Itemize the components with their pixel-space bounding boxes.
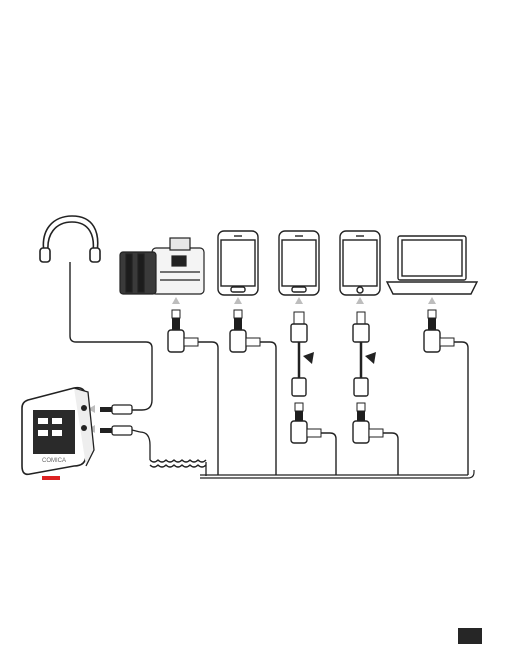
up-arrow-icon <box>428 297 436 304</box>
smartphone-icon <box>279 231 319 295</box>
headphone-jack-plug <box>100 405 132 414</box>
output-jack-plug <box>100 426 140 435</box>
cable-android-phone <box>230 310 276 475</box>
page-number-badge <box>458 628 482 644</box>
brand-label: COMICA <box>42 458 66 464</box>
cable-laptop <box>424 310 468 475</box>
cable-usb-c-adapter <box>291 312 336 475</box>
up-arrow-icon <box>356 297 364 304</box>
cable-camera <box>168 310 218 475</box>
wireless-receiver <box>22 388 94 480</box>
up-arrow-icon <box>295 297 303 304</box>
dslr-camera-icon <box>120 238 204 294</box>
cable-lightning-adapter <box>353 312 398 475</box>
iphone-icon <box>340 231 380 295</box>
smartphone-icon <box>218 231 258 295</box>
cable-trunk <box>200 470 474 478</box>
coiled-cable <box>140 432 206 476</box>
arrow-icons <box>88 297 436 433</box>
up-arrow-icon <box>234 297 242 304</box>
up-arrow-icon <box>172 297 180 304</box>
headphones-icon <box>40 216 100 262</box>
laptop-icon <box>387 236 477 294</box>
